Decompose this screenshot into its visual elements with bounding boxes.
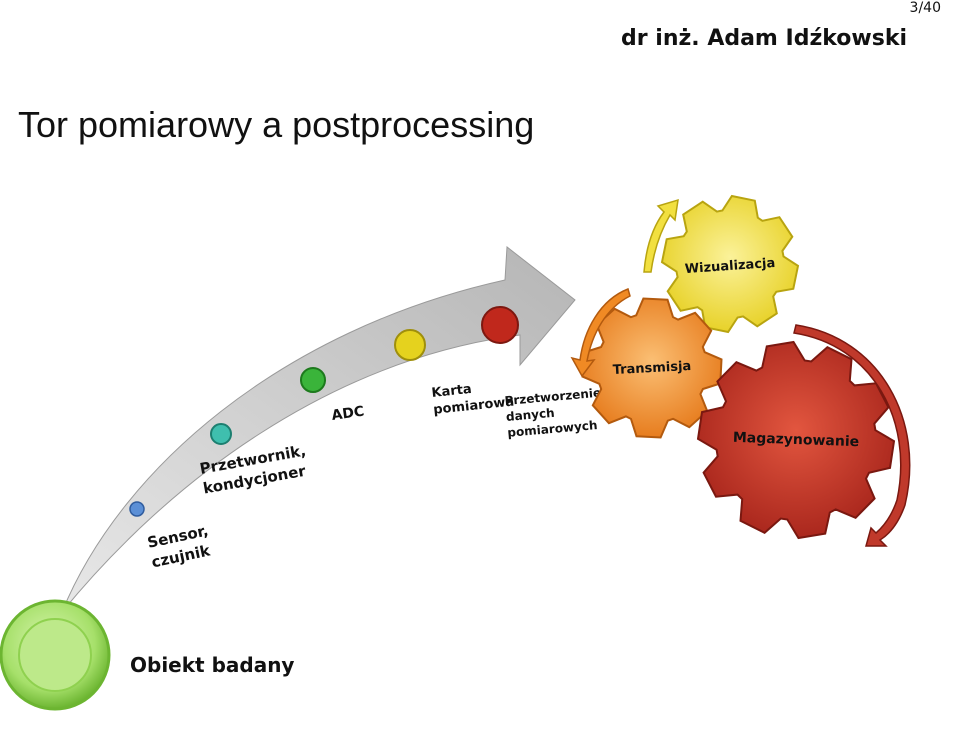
- transmission-label: Transmisja: [612, 359, 691, 378]
- adc-label: ADC: [331, 404, 366, 424]
- visualization-curved-arrow: [643, 198, 679, 273]
- visualization-label: Wizualizacja: [684, 256, 775, 277]
- object-ball-inner: [18, 618, 92, 692]
- sensor-dot: [129, 501, 145, 517]
- processing-label-1: Przetworzenie: [504, 386, 602, 408]
- converter-dot: [210, 423, 232, 445]
- processing-label-2: danych: [505, 406, 555, 424]
- storage-gear: [696, 340, 896, 540]
- storage-label: Magazynowanie: [733, 430, 860, 450]
- process-arrow: [61, 246, 576, 613]
- storage-curved-arrow: [793, 324, 911, 547]
- object-label: Obiekt badany: [130, 653, 294, 677]
- adc-dot: [300, 367, 326, 393]
- page-number: 3/40: [909, 0, 941, 16]
- author-name: dr inż. Adam Idźkowski: [621, 26, 907, 51]
- card-dot: [394, 329, 426, 361]
- slide-title: Tor pomiarowy a postprocessing: [18, 104, 535, 145]
- transmission-curved-arrow: [570, 287, 631, 378]
- visualization-gear: [660, 194, 800, 334]
- card-label-1: Karta: [431, 382, 473, 401]
- processing-dot: [481, 306, 519, 344]
